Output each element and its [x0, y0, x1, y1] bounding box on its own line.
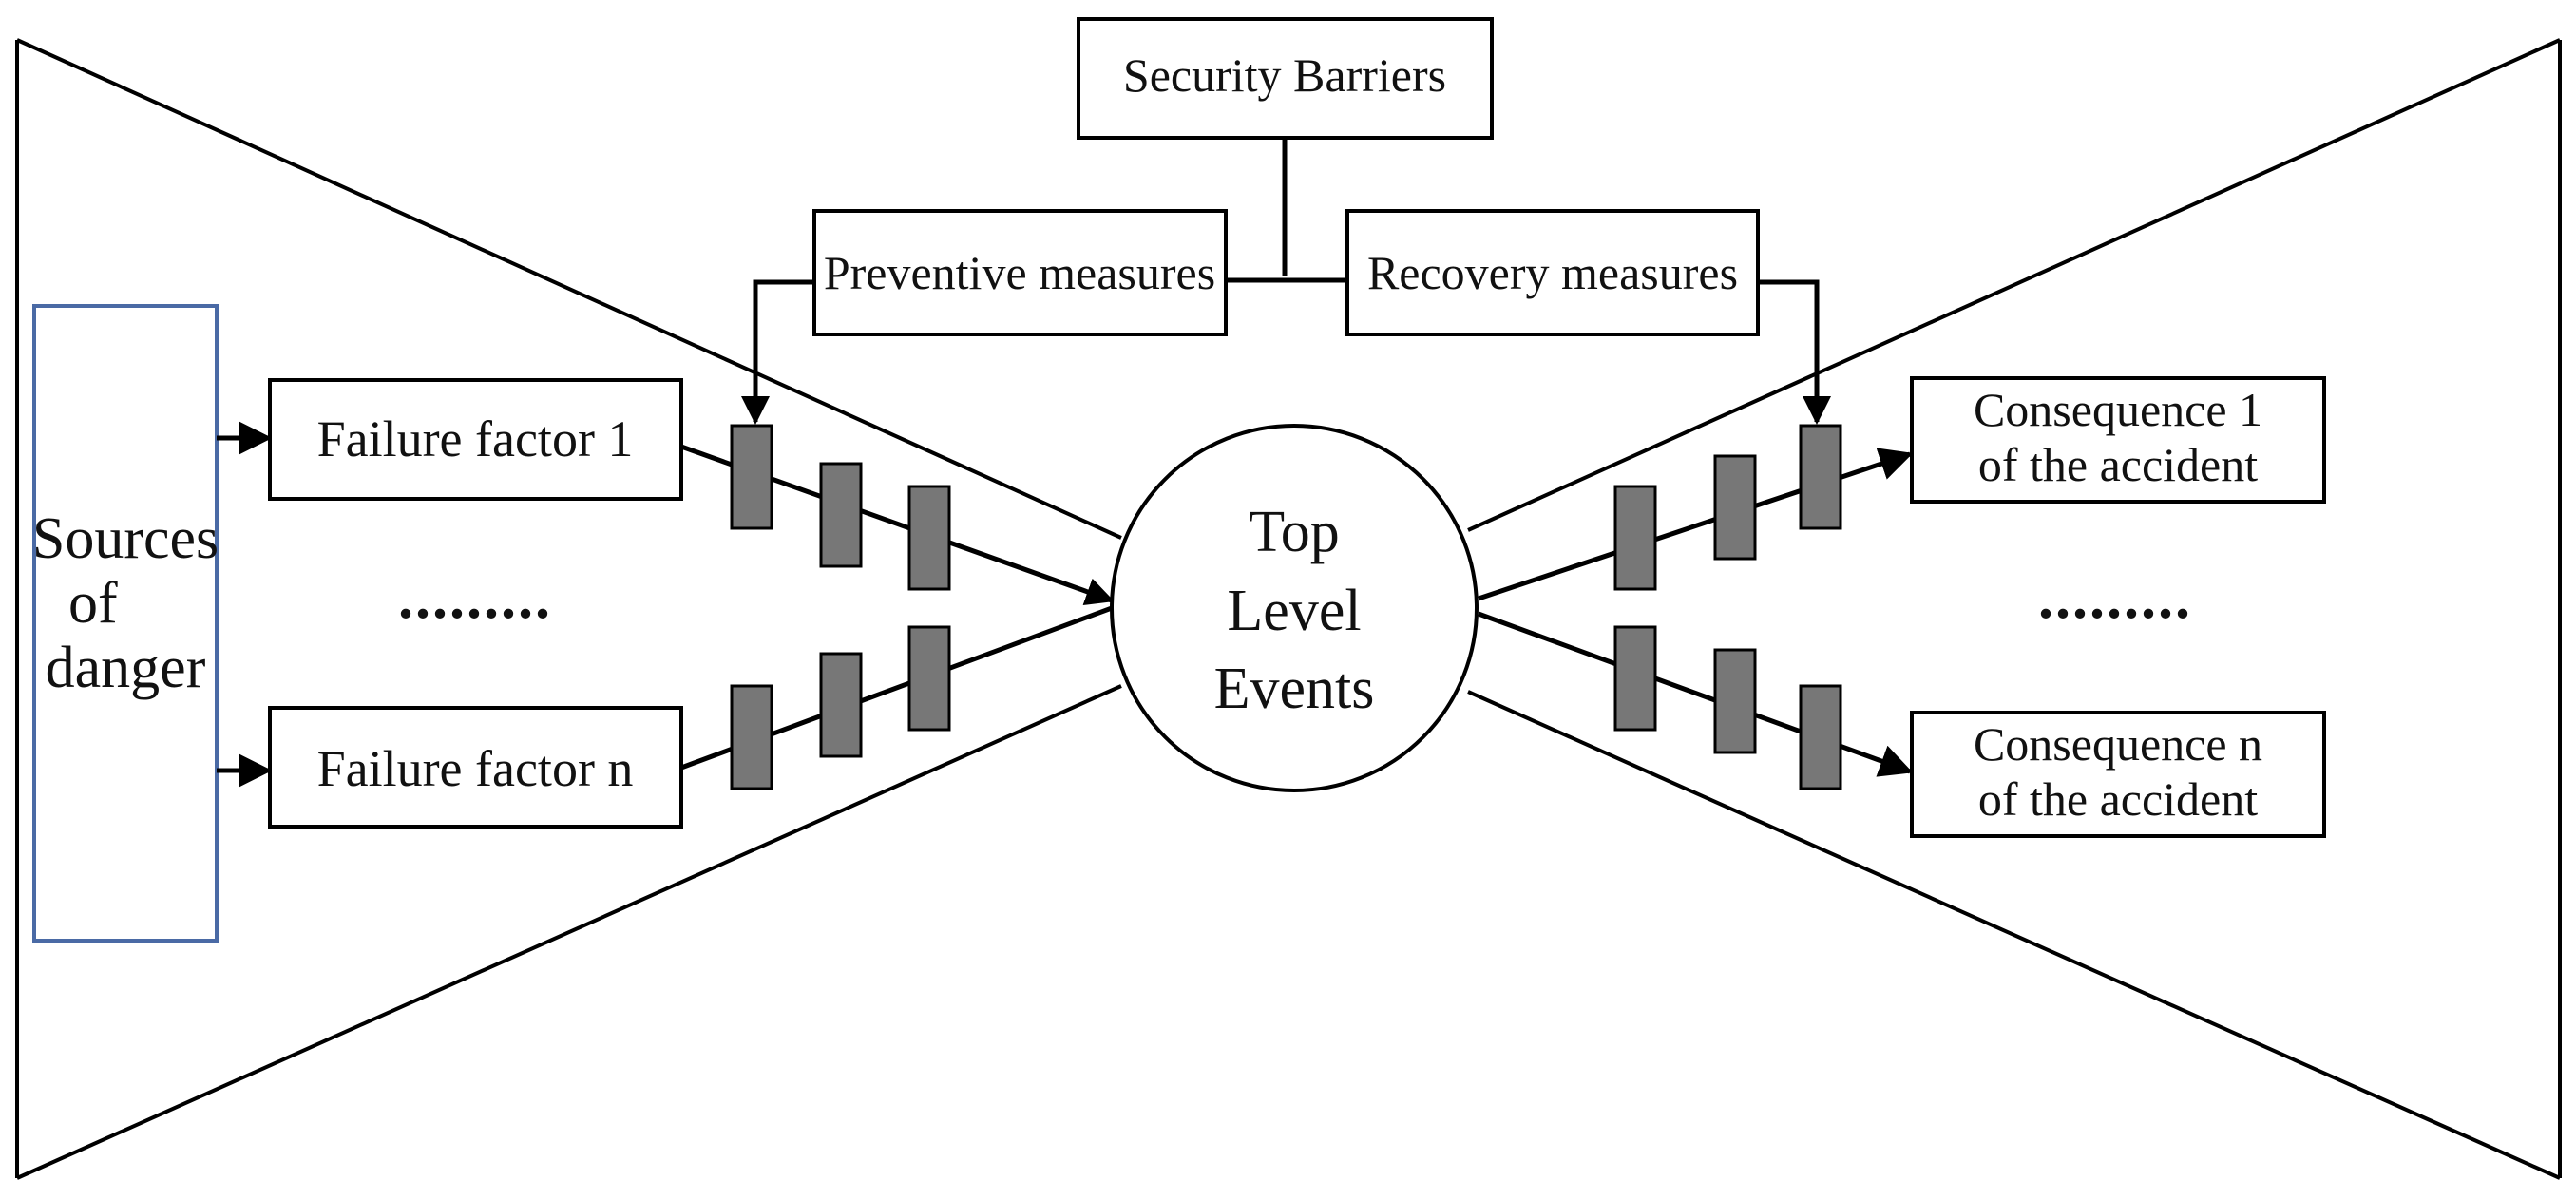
recovery-measures-label: Recovery measures: [1367, 246, 1738, 299]
sources-of-danger-label-2: of: [68, 571, 118, 636]
event-to-consequence1-line: [1478, 448, 1914, 601]
barrier-block: [819, 652, 863, 758]
barrier-block: [730, 684, 773, 790]
barrier-block: [730, 424, 773, 530]
barrier-block: [1613, 625, 1657, 732]
failure-factor-1-box: Failure factor 1: [268, 378, 683, 501]
consequence-n-label-2: of the accident: [1978, 772, 2258, 826]
barrier-block: [1799, 684, 1842, 790]
top-level-events-label-3: Events: [1214, 657, 1375, 721]
consequence-n-label-1: Consequence n: [1974, 717, 2262, 771]
left-ellipsis: .........: [398, 563, 552, 631]
security-connectors: [1226, 138, 1349, 283]
preventive-measures-box: Preventive measures: [812, 209, 1228, 336]
consequence-1-box: Consequence 1 of the accident: [1910, 376, 2326, 504]
preventive-measures-label: Preventive measures: [824, 246, 1215, 299]
top-level-event-circle: Top Level Events: [1110, 424, 1479, 792]
recovery-arrow: [1758, 279, 1831, 425]
failure-factor-1-label: Failure factor 1: [317, 410, 634, 467]
barrier-block: [1713, 454, 1757, 561]
consequence-1-label-1: Consequence 1: [1974, 383, 2262, 436]
barrier-block: [819, 462, 863, 568]
consequence-1-label-2: of the accident: [1978, 438, 2258, 491]
sources-of-danger-label-3: danger: [46, 636, 206, 700]
barrier-block: [907, 625, 951, 732]
preventive-arrow: [741, 279, 814, 425]
barrier-block: [1713, 648, 1757, 754]
consequence-n-box: Consequence n of the accident: [1910, 711, 2326, 838]
right-ellipsis: .........: [2038, 563, 2192, 631]
security-barriers-box: Security Barriers: [1077, 17, 1494, 140]
recovery-measures-box: Recovery measures: [1345, 209, 1760, 336]
failure-factor-n-box: Failure factor n: [268, 706, 683, 829]
failure-factor-n-label: Failure factor n: [317, 740, 634, 797]
top-level-events-label-2: Level: [1227, 579, 1361, 643]
security-barriers-label: Security Barriers: [1123, 48, 1446, 102]
barrier-block: [1799, 424, 1842, 530]
top-level-events-label-1: Top: [1249, 500, 1340, 564]
right-bowtie-wedge: [1467, 38, 2562, 1180]
sources-of-danger-label-1: Sources: [32, 506, 219, 571]
barrier-block: [1613, 485, 1657, 591]
barrier-block: [907, 485, 951, 591]
sources-of-danger-box: Sources of danger: [32, 304, 219, 943]
left-bowtie-wedge: [15, 38, 1122, 1180]
event-to-consequencen-line: [1478, 611, 1914, 777]
